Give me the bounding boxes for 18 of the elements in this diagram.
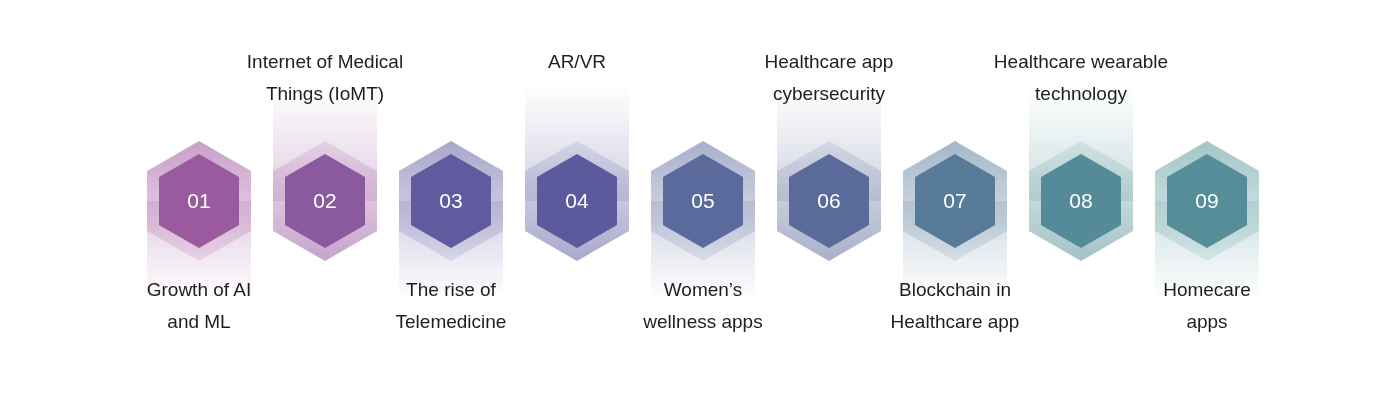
- step-number: 04: [564, 188, 590, 214]
- step-number: 01: [186, 188, 212, 214]
- step-label: Internet of Medical Things (IoMT): [245, 50, 405, 106]
- step-label: Homecare apps: [1162, 278, 1252, 334]
- step-number: 08: [1068, 188, 1094, 214]
- step-number: 02: [312, 188, 338, 214]
- step-number: 07: [942, 188, 968, 214]
- step-label: Women’s wellness apps: [642, 278, 764, 334]
- step-label: AR/VR: [546, 50, 608, 74]
- step-number: 09: [1194, 188, 1220, 214]
- step-label: Growth of AI and ML: [145, 278, 253, 334]
- step-label: Blockchain in Healthcare app: [889, 278, 1021, 334]
- step-label: Healthcare wearable technology: [992, 50, 1170, 106]
- step-number: 06: [816, 188, 842, 214]
- step-number: 03: [438, 188, 464, 214]
- step-label: The rise of Telemedicine: [394, 278, 508, 334]
- step-label: Healthcare app cybersecurity: [763, 50, 895, 106]
- step-number: 05: [690, 188, 716, 214]
